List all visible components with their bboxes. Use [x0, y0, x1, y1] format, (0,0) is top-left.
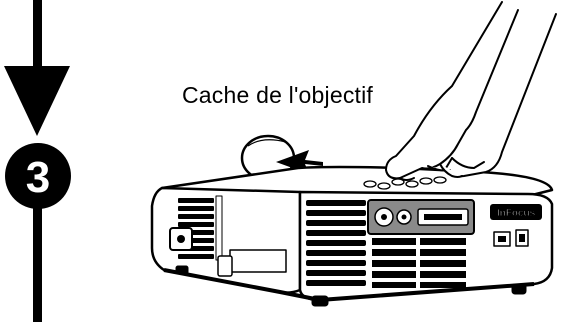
front-marks: [493, 229, 529, 247]
projector: InFocus: [150, 165, 554, 307]
motion-arrow-icon: [276, 150, 323, 174]
projector-foot-rear: [175, 265, 189, 275]
brand-label: InFocus: [497, 208, 536, 219]
step-number: 3: [26, 153, 50, 202]
front-vent-left: [306, 200, 366, 286]
down-arrow-icon: [4, 66, 70, 136]
connector-panel: [367, 199, 475, 235]
step-indicator: 3: [4, 0, 71, 322]
hand-outline: [385, 1, 519, 180]
rear-connector: [217, 255, 233, 277]
projector-foot-right: [511, 283, 527, 295]
hand: [385, 1, 557, 181]
brand-badge: InFocus: [490, 204, 542, 220]
rear-panel: [229, 249, 287, 273]
step-badge: [5, 143, 71, 209]
lens-cap-label: Cache de l'objectif: [182, 82, 374, 108]
front-vent-right: [372, 238, 466, 288]
projector-foot-left: [311, 295, 329, 307]
step-line-bottom: [33, 208, 42, 322]
step-line-top: [33, 0, 42, 70]
top-control-buttons: [363, 176, 447, 190]
